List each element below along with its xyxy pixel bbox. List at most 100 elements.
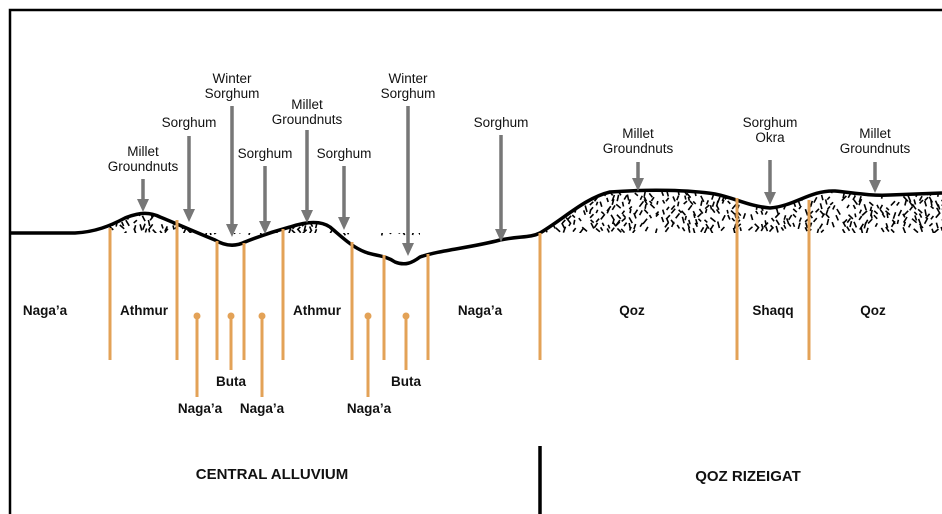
speckle-mark	[836, 215, 838, 220]
speckle-mark	[374, 206, 377, 211]
speckle-mark	[379, 212, 381, 218]
speckle-mark	[140, 224, 142, 230]
speckle-mark	[650, 215, 652, 218]
speckle-mark	[678, 202, 679, 207]
speckle-mark	[657, 201, 658, 205]
speckle-mark	[756, 191, 758, 197]
speckle-mark	[861, 227, 862, 233]
speckle-mark	[814, 197, 817, 202]
speckle-mark	[639, 201, 643, 206]
crop-label-sorghum-4: Sorghum	[474, 115, 529, 130]
speckle-mark	[550, 204, 553, 208]
region-title-central-alluvium: CENTRAL ALLUVIUM	[196, 466, 349, 483]
speckle-mark	[369, 209, 373, 213]
speckle-mark	[386, 229, 389, 232]
speckle-mark	[600, 202, 602, 207]
speckle-mark	[111, 212, 115, 216]
speckle-mark	[707, 200, 709, 204]
speckle-mark	[749, 227, 753, 231]
speckle-mark	[574, 186, 577, 192]
speckle-mark	[148, 220, 149, 226]
speckle-mark	[761, 227, 763, 231]
speckle-mark	[931, 206, 934, 209]
speckle-mark	[750, 191, 752, 196]
speckle-mark	[701, 201, 702, 206]
speckle-mark	[749, 186, 754, 190]
speckle-mark	[878, 189, 880, 194]
speckle-mark	[728, 201, 731, 204]
speckle-mark	[682, 217, 684, 224]
speckle-mark	[617, 195, 618, 201]
speckle-mark	[705, 205, 709, 209]
speckle-mark	[608, 225, 610, 229]
speckle-mark	[643, 219, 647, 224]
speckle-mark	[761, 211, 762, 215]
speckle-mark	[574, 196, 575, 202]
speckle-mark	[864, 223, 866, 229]
speckle-mark	[656, 229, 657, 234]
speckle-mark	[142, 216, 145, 221]
speckle-mark	[869, 202, 873, 206]
speckle-mark	[391, 226, 395, 231]
speckle-mark	[238, 226, 240, 231]
speckle-mark	[291, 218, 294, 221]
speckle-mark	[781, 227, 783, 230]
speckle-mark	[226, 212, 230, 215]
speckle-mark	[898, 188, 902, 192]
speckle-mark	[743, 213, 745, 219]
speckle-mark	[556, 228, 560, 232]
speckle-mark	[765, 220, 766, 224]
speckle-mark	[822, 195, 823, 200]
speckle-mark	[732, 204, 736, 209]
speckle-mark	[914, 200, 915, 205]
speckle-mark	[611, 228, 614, 232]
speckle-mark	[588, 188, 592, 193]
soil-label-naga-a: Naga’a	[240, 401, 285, 416]
speckle-mark	[342, 231, 345, 235]
speckle-mark	[908, 196, 911, 202]
speckle-mark	[853, 196, 855, 200]
speckle-mark	[322, 215, 323, 219]
speckle-mark	[762, 224, 763, 228]
speckle-mark	[617, 228, 621, 232]
speckle-mark	[316, 224, 317, 228]
speckle-mark	[572, 200, 576, 204]
speckle-mark	[568, 201, 570, 207]
speckle-mark	[704, 227, 707, 233]
speckle-mark	[419, 216, 422, 219]
speckle-mark	[172, 212, 175, 216]
speckle-mark	[932, 229, 934, 235]
speckle-mark	[249, 229, 251, 235]
speckle-mark	[781, 191, 784, 196]
speckle-mark	[799, 192, 802, 196]
speckle-mark	[187, 222, 190, 225]
speckle-mark	[596, 219, 599, 222]
speckle-mark	[181, 206, 183, 211]
speckle-mark	[925, 218, 928, 224]
speckle-mark	[601, 188, 604, 192]
speckle-mark	[788, 188, 791, 193]
speckle-mark	[776, 193, 780, 198]
speckle-mark	[279, 220, 283, 224]
speckle-mark	[711, 205, 712, 209]
speckle-mark	[357, 208, 360, 214]
speckle-mark	[689, 227, 690, 232]
speckle-mark	[667, 207, 669, 210]
speckle-mark	[784, 221, 785, 225]
speckle-mark	[682, 227, 684, 231]
speckle-mark	[913, 188, 915, 192]
speckle-mark	[198, 212, 202, 215]
speckle-mark	[387, 216, 388, 220]
speckle-mark	[352, 215, 353, 220]
speckle-mark	[853, 205, 855, 209]
speckle-mark	[601, 214, 605, 219]
speckle-mark	[579, 187, 583, 190]
speckle-mark	[733, 187, 738, 192]
speckle-mark	[216, 216, 218, 222]
speckle-mark	[222, 207, 223, 212]
speckle-mark	[382, 232, 383, 236]
speckle-mark	[706, 209, 707, 213]
speckle-mark	[701, 227, 704, 232]
frame-border	[10, 10, 942, 514]
speckle-mark	[684, 201, 687, 204]
